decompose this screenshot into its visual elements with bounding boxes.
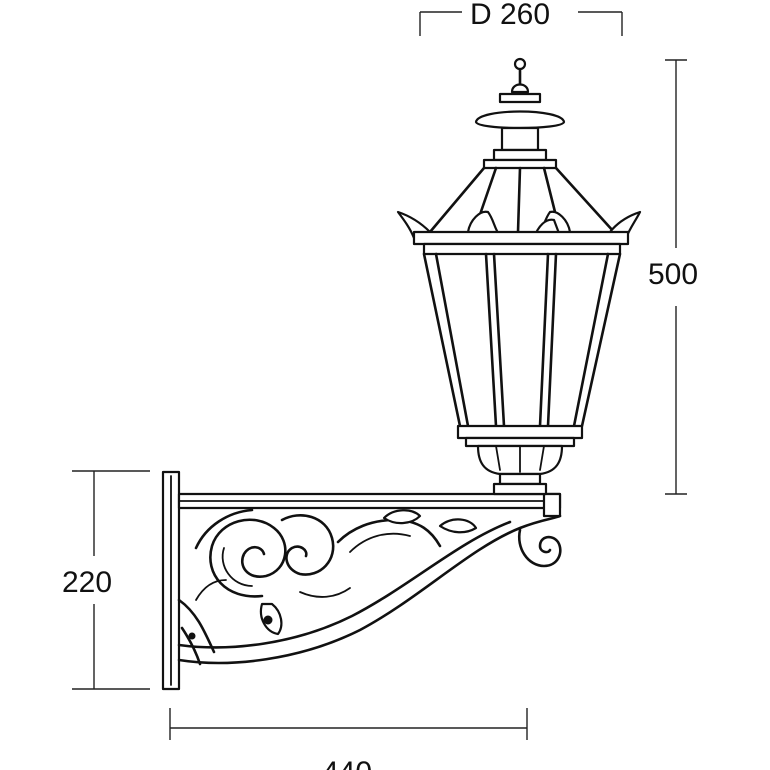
dimension-projection: 440 bbox=[169, 708, 528, 770]
wall-plate bbox=[161, 470, 181, 691]
bracket-arm bbox=[177, 492, 562, 518]
height-label: 500 bbox=[648, 258, 698, 291]
dimension-diameter: D 260 bbox=[419, 0, 623, 36]
ornamental-scroll bbox=[177, 508, 562, 666]
bracket-height-label: 220 bbox=[62, 566, 112, 599]
diameter-label: D 260 bbox=[470, 0, 550, 31]
dimension-bracket-height: 220 bbox=[62, 470, 150, 690]
dimension-height: 500 bbox=[648, 59, 698, 495]
projection-label: 440 bbox=[322, 756, 372, 770]
lantern bbox=[396, 57, 642, 496]
